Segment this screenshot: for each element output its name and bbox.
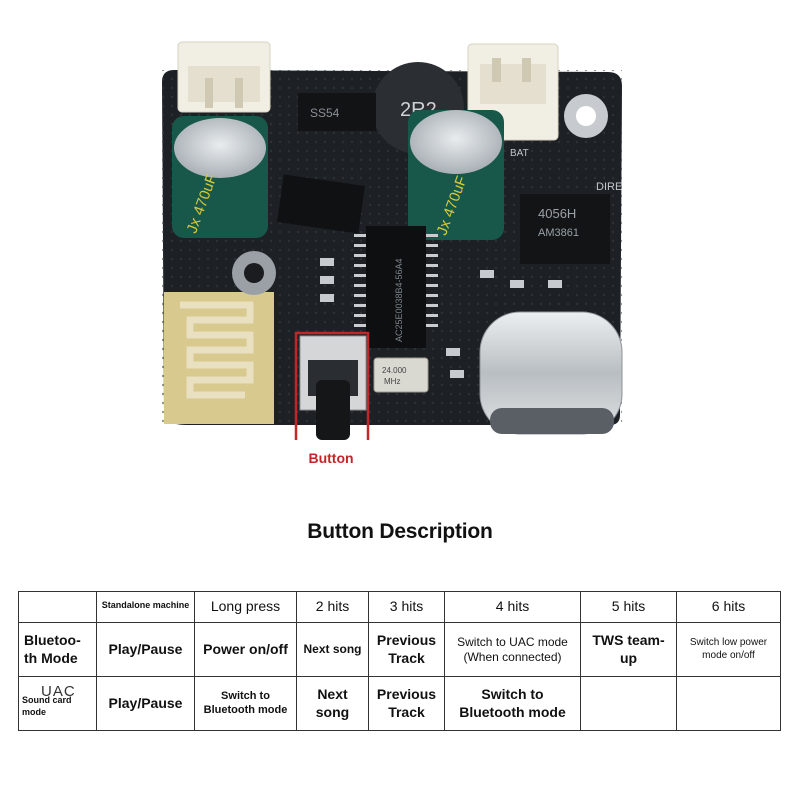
diode	[298, 93, 376, 131]
svg-text:AC25E0038B4-56A4: AC25E0038B4-56A4	[394, 258, 404, 342]
svg-text:SS54: SS54	[310, 106, 340, 120]
table-cell: Switch to UAC mode (When connected)	[444, 622, 581, 677]
svg-text:BAT: BAT	[510, 148, 529, 159]
crystal	[373, 357, 429, 393]
tactile-button-stem	[316, 380, 350, 440]
table-row: Bluetoo-th Mode Play/Pause Power on/off …	[18, 622, 781, 677]
table-cell: Switch to Bluetooth mode	[194, 676, 297, 731]
header-cell: Standalone machine	[96, 591, 195, 623]
button-caption: Button	[308, 450, 354, 466]
svg-text:MHz: MHz	[384, 377, 400, 386]
svg-text:DIRE: DIRE	[596, 181, 622, 193]
button-highlight	[294, 331, 370, 440]
table-cell: Play/Pause	[96, 676, 195, 731]
header-cell: Long press	[194, 591, 297, 623]
svg-text:4056H: 4056H	[538, 206, 576, 221]
ic-bluetooth	[366, 226, 426, 348]
mode-label-bluetooth: Bluetoo-th Mode	[18, 622, 97, 677]
table-cell: Next song	[296, 676, 369, 731]
header-cell: 2 hits	[296, 591, 369, 623]
table-cell: Previous Track	[368, 676, 445, 731]
page-title: Button Description	[307, 520, 493, 543]
header-cell: 4 hits	[444, 591, 581, 623]
table-cell	[580, 676, 677, 731]
ic-amplifier	[277, 174, 365, 234]
table-cell: Switch to Bluetooth mode	[444, 676, 581, 731]
header-cell-empty	[18, 591, 97, 623]
header-cell: 3 hits	[368, 591, 445, 623]
table-header-row: Standalone machine Long press 2 hits 3 h…	[18, 591, 781, 623]
table-cell	[676, 676, 781, 731]
mode-label-soundcard: UAC Sound card mode	[18, 676, 97, 731]
uac-label: UAC	[41, 683, 76, 700]
svg-text:AM3861: AM3861	[538, 227, 579, 239]
table-cell: Previous Track	[368, 622, 445, 677]
soundcard-label: Sound card mode	[22, 695, 72, 717]
table-cell: TWS team-up	[580, 622, 677, 677]
table-row: UAC Sound card mode Play/Pause Switch to…	[18, 676, 781, 731]
antenna-area	[164, 292, 274, 424]
header-cell: 5 hits	[580, 591, 677, 623]
table-cell: Switch low power mode on/off	[676, 622, 781, 677]
svg-text:24.000: 24.000	[382, 366, 407, 375]
header-cell: 6 hits	[676, 591, 781, 623]
table-cell: Next song	[296, 622, 369, 677]
table-cell: Play/Pause	[96, 622, 195, 677]
pcb-photo: BAT 2R2 SS54 Jx 470uF Jx 470uF 4056H AM3…	[150, 30, 640, 440]
button-description-table: Standalone machine Long press 2 hits 3 h…	[18, 591, 781, 731]
table-cell: Power on/off	[194, 622, 297, 677]
ic-charger	[520, 194, 610, 264]
